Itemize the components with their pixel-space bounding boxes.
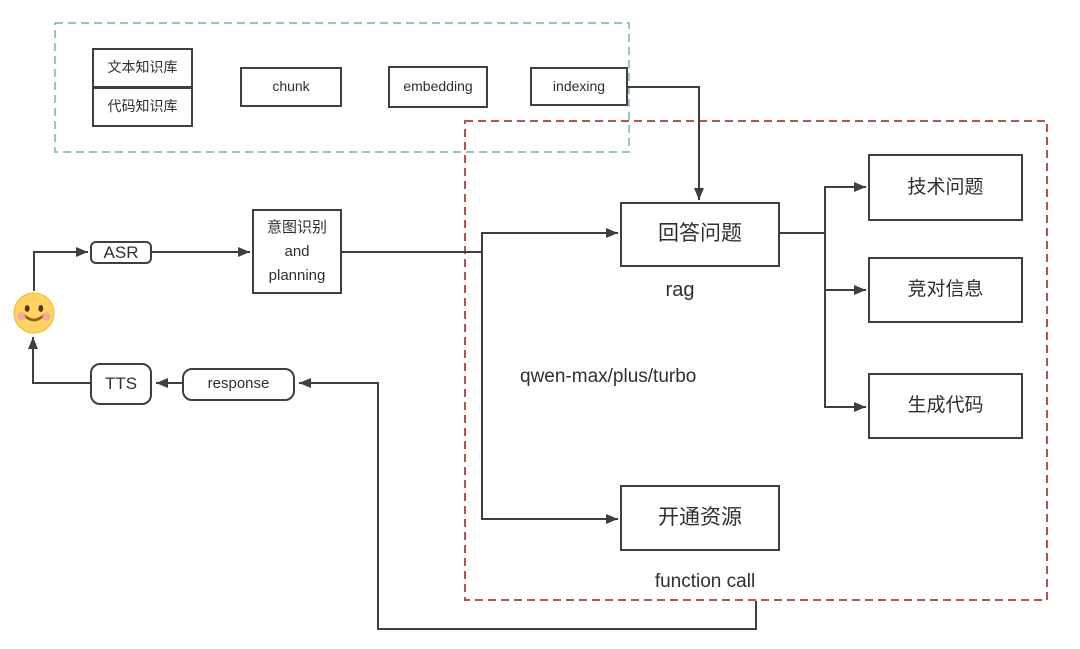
node-intent-recognition: 意图识别 and planning [252, 209, 342, 294]
node-answer-question: 回答问题 [620, 202, 780, 267]
intent-label-line3: planning [268, 266, 326, 284]
user-smiley-icon [13, 292, 55, 334]
node-response: response [182, 368, 295, 401]
function-call-caption: function call [654, 571, 756, 592]
rag-caption: rag [665, 279, 695, 301]
knowledge-base-stack: 文本知识库 代码知识库 [92, 48, 193, 127]
node-chunk: chunk [240, 67, 342, 107]
model-note-label: qwen-max/plus/turbo [520, 366, 697, 387]
connector-indexing-to-answer [628, 86, 704, 200]
node-generate-code: 生成代码 [868, 373, 1023, 439]
llm-group-frame [464, 120, 1048, 601]
node-competitor-info: 竞对信息 [868, 257, 1023, 323]
node-tts: TTS [90, 363, 152, 405]
node-provision-resources: 开通资源 [620, 485, 780, 551]
connector-llm-to-response [299, 378, 757, 630]
node-text-knowledge-base: 文本知识库 [94, 50, 191, 89]
node-asr: ASR [90, 241, 152, 264]
intent-label-line1: 意图识别 [266, 218, 327, 236]
node-code-knowledge-base: 代码知识库 [107, 98, 178, 115]
node-indexing: indexing [530, 67, 628, 106]
intent-label-line2: and [284, 242, 310, 260]
node-embedding: embedding [388, 66, 488, 108]
connector-tts-to-user [28, 337, 90, 384]
connector-user-to-asr [33, 247, 88, 291]
node-tech-questions: 技术问题 [868, 154, 1023, 221]
